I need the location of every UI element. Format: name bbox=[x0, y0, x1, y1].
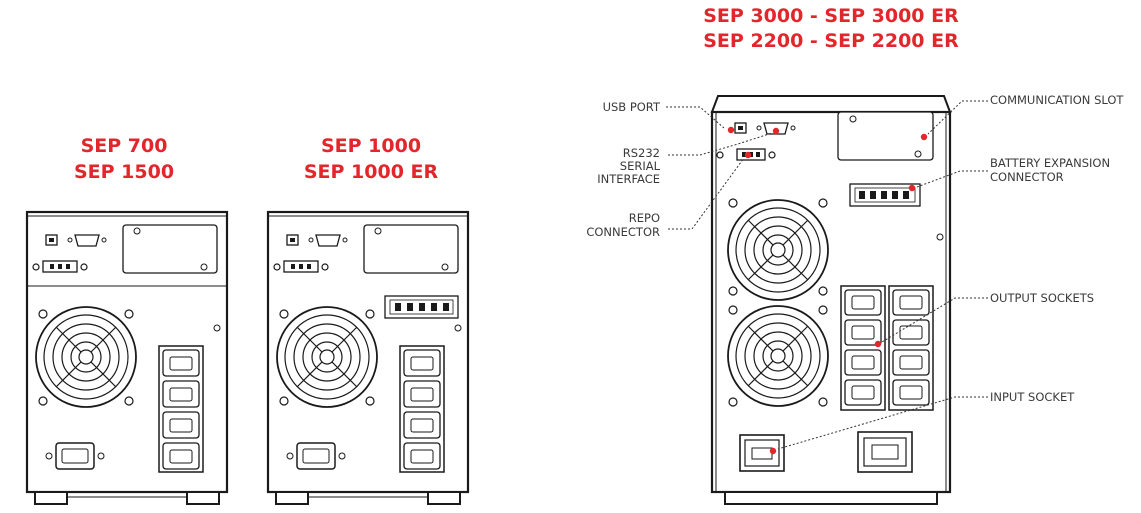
callout-rs232-line3: INTERFACE bbox=[597, 172, 660, 186]
communication-slot-medium bbox=[363, 224, 459, 274]
bypass-socket-large bbox=[857, 431, 913, 473]
repo-connector-small bbox=[32, 260, 88, 273]
repo-connector-medium bbox=[273, 260, 329, 273]
rs232-port-small bbox=[67, 234, 107, 247]
cooling-fan-small bbox=[35, 306, 137, 408]
input-socket-small bbox=[45, 442, 105, 470]
callout-input-socket: INPUT SOCKET bbox=[990, 390, 1075, 404]
output-sockets-medium bbox=[399, 345, 445, 473]
callout-rs232-line2: SERIAL bbox=[620, 159, 661, 173]
callout-usb-port: USB PORT bbox=[603, 100, 661, 114]
communication-slot-large bbox=[837, 111, 934, 161]
title-large-line1: SEP 3000 - SEP 3000 ER bbox=[703, 5, 959, 27]
title-large-line2: SEP 2200 - SEP 2200 ER bbox=[703, 30, 959, 52]
rs232-port-medium bbox=[308, 234, 348, 247]
callout-battery-expansion-line1: BATTERY EXPANSION bbox=[990, 156, 1110, 170]
title-small-line1: SEP 700 bbox=[81, 135, 168, 157]
callout-rs232-line1: RS232 bbox=[623, 146, 660, 160]
output-sockets-small bbox=[158, 345, 204, 473]
battery-expansion-connector-large bbox=[849, 183, 921, 207]
unit-small bbox=[25, 210, 229, 505]
input-socket-medium bbox=[286, 442, 346, 470]
callout-repo-line1: REPO bbox=[629, 211, 660, 225]
battery-expansion-connector-medium bbox=[384, 295, 459, 319]
callout-leaders bbox=[666, 100, 988, 455]
callout-repo-line2: CONNECTOR bbox=[586, 225, 660, 239]
cooling-fan-medium bbox=[276, 306, 378, 408]
input-socket-large bbox=[739, 434, 785, 472]
communication-slot-small bbox=[122, 224, 218, 274]
output-sockets-large bbox=[840, 285, 934, 411]
cooling-fan-large-lower bbox=[727, 305, 829, 407]
unit-large bbox=[710, 95, 952, 505]
callout-battery-expansion-line2: CONNECTOR bbox=[990, 170, 1064, 184]
callout-communication-slot: COMMUNICATION SLOT bbox=[990, 93, 1124, 107]
unit-medium bbox=[266, 210, 470, 505]
title-medium-line1: SEP 1000 bbox=[321, 135, 421, 157]
title-medium-line2: SEP 1000 ER bbox=[304, 161, 439, 183]
title-small-line2: SEP 1500 bbox=[74, 161, 174, 183]
cooling-fan-large-upper bbox=[727, 198, 829, 301]
callout-output-sockets: OUTPUT SOCKETS bbox=[990, 291, 1094, 305]
